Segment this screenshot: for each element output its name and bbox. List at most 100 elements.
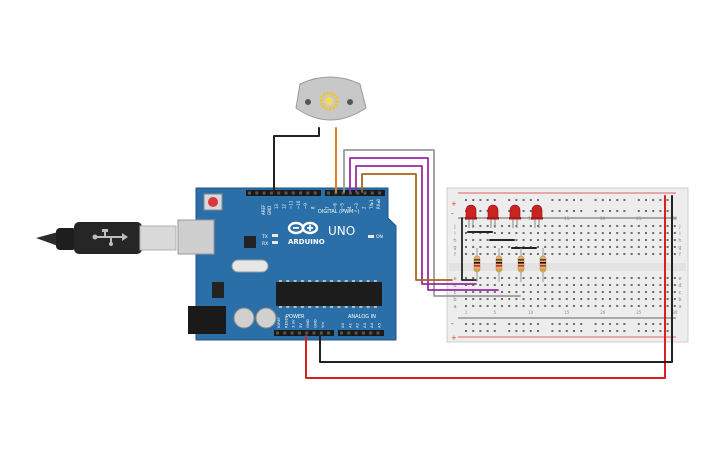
bb-hole — [522, 284, 525, 286]
bb-hole — [652, 253, 655, 255]
digital-pin-label: 7 — [325, 206, 330, 209]
bb-hole — [580, 277, 583, 279]
resistor[interactable] — [473, 248, 481, 282]
bb-rail-hole — [565, 323, 568, 325]
header-hole — [276, 331, 279, 335]
bb-column-number: 1 — [465, 310, 468, 315]
bb-hole — [573, 246, 575, 248]
usb-cable[interactable] — [36, 222, 177, 254]
on-label: ON — [376, 234, 383, 240]
bb-hole — [479, 253, 482, 255]
rail-plus-label-bottom: + — [451, 334, 457, 342]
header-hole — [327, 191, 330, 195]
led-red[interactable] — [487, 204, 499, 228]
bb-hole — [609, 232, 611, 234]
chip-pin — [286, 306, 290, 308]
capacitor-1 — [233, 307, 255, 329]
wire-purple-2[interactable] — [355, 165, 477, 285]
bb-row-letter: a — [453, 304, 456, 310]
wire-motor-gnd[interactable] — [273, 127, 320, 193]
led-red[interactable] — [531, 204, 543, 228]
led-red[interactable] — [509, 204, 521, 228]
bb-hole — [551, 284, 554, 286]
resistor[interactable] — [517, 248, 525, 282]
bb-hole — [465, 284, 467, 286]
chip-pin — [322, 280, 326, 282]
bb-rail-hole — [652, 323, 655, 325]
bb-rail-hole — [594, 210, 597, 212]
bb-hole — [479, 298, 482, 300]
tx-label: TX — [261, 234, 268, 240]
resistor[interactable] — [495, 248, 503, 282]
bb-hole — [501, 305, 503, 307]
bb-rail-hole — [666, 323, 669, 325]
analog-pin-label: A0 — [340, 322, 345, 328]
bb-hole — [544, 225, 547, 227]
wire-brown[interactable] — [361, 173, 453, 281]
bb-row-letter: h — [453, 238, 456, 244]
bb-rail-hole — [472, 330, 475, 332]
arduino-uno-board[interactable]: ARDUINO UNO DIGITAL (PWM~) POWER ANALOG … — [177, 187, 397, 341]
wire-grey[interactable] — [343, 149, 521, 297]
wire-5v[interactable] — [305, 195, 666, 379]
bb-hole — [594, 232, 597, 234]
bb-hole — [472, 284, 475, 286]
chip-pin — [330, 306, 334, 308]
bb-hole — [601, 253, 604, 255]
bb-rail-hole — [465, 199, 467, 201]
bb-row-letter: d — [453, 283, 456, 289]
bb-hole — [493, 305, 496, 307]
header-hole — [378, 191, 382, 195]
header-hole — [327, 331, 331, 335]
bb-rail-hole — [558, 323, 561, 325]
bb-rail-hole — [472, 199, 475, 201]
led-rim — [465, 217, 477, 220]
bb-hole — [673, 277, 676, 279]
bb-rail-hole — [472, 323, 475, 325]
bb-hole — [637, 253, 640, 255]
digital-pin-label: 4 — [347, 206, 352, 209]
bb-rail-hole — [573, 210, 575, 212]
bb-hole — [565, 284, 568, 286]
bb-hole — [472, 291, 475, 293]
bb-hole — [479, 246, 482, 248]
bb-hole — [623, 225, 626, 227]
chip-pin — [373, 306, 377, 308]
header-hole — [262, 191, 266, 195]
power-pin-label: RESET — [283, 315, 288, 328]
bb-hole — [645, 305, 647, 307]
resistor-band — [540, 269, 546, 271]
bb-hole — [529, 298, 532, 300]
bb-hole — [465, 232, 467, 234]
dc-motor[interactable] — [295, 76, 367, 121]
chip-pin — [337, 280, 341, 282]
bb-hole — [558, 284, 561, 286]
bb-hole — [529, 277, 532, 279]
bb-rail-hole — [465, 323, 467, 325]
analog-label: ANALOG IN — [348, 314, 376, 320]
bb-column-number: 20 — [600, 310, 606, 315]
wire-purple-1[interactable] — [349, 157, 499, 291]
led-red[interactable] — [465, 204, 477, 228]
bb-hole — [479, 291, 482, 293]
resistor[interactable] — [539, 248, 547, 282]
bb-hole — [558, 298, 561, 300]
reset-button[interactable] — [208, 197, 218, 207]
bb-hole — [565, 298, 568, 300]
bb-hole — [666, 305, 669, 307]
chip-pin — [359, 280, 363, 282]
bb-hole — [558, 239, 561, 241]
wire-gnd[interactable] — [319, 195, 673, 363]
bb-hole — [486, 291, 489, 293]
usb-b-socket — [177, 219, 215, 255]
bb-hole — [666, 253, 669, 255]
bb-hole — [637, 284, 640, 286]
bb-hole — [659, 239, 662, 241]
bb-hole — [659, 291, 662, 293]
bb-hole — [594, 305, 597, 307]
wire-led-gnd-jumper[interactable] — [461, 217, 477, 281]
bb-hole — [630, 232, 633, 234]
bb-hole — [652, 239, 655, 241]
rail-plus-label-top: + — [451, 200, 457, 208]
